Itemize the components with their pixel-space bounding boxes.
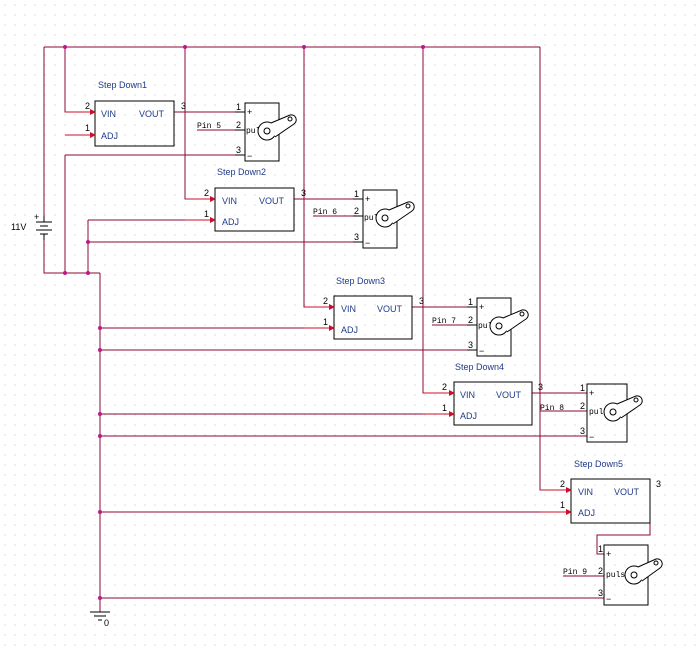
pin-vin-number: 2 xyxy=(85,101,90,111)
svg-text:+: + xyxy=(34,212,39,222)
pin-vin-number: 2 xyxy=(560,479,565,489)
servo-minus: − xyxy=(606,594,611,604)
servo-pin1: 1 xyxy=(468,297,473,307)
servo-minus: − xyxy=(589,432,594,442)
pin-adj-number: 1 xyxy=(85,123,90,133)
step-down-4[interactable]: Step Down4 VIN VOUT ADJ 2 1 3 xyxy=(423,362,543,426)
servo-pin1: 1 xyxy=(236,102,241,112)
battery-symbol[interactable]: + 11V xyxy=(11,212,52,240)
servo-pulse-label: pulse xyxy=(589,408,613,417)
servo-minus: − xyxy=(479,346,484,356)
servo-pin2: 2 xyxy=(598,566,603,576)
step-down-title: Step Down5 xyxy=(574,459,623,469)
vin-label: VIN xyxy=(460,390,475,400)
adj-label: ADJ xyxy=(578,508,595,518)
vin-label: VIN xyxy=(222,196,237,206)
servo-plus: + xyxy=(589,388,594,398)
vin-label: VIN xyxy=(341,304,356,314)
servo-motor-3[interactable]: 1 2 3 + − pulse xyxy=(467,297,529,357)
vout-label: VOUT xyxy=(496,390,522,400)
step-down-5[interactable]: Step Down5 VIN VOUT ADJ 2 1 3 xyxy=(540,459,661,524)
servo-minus: − xyxy=(247,151,252,161)
servo-motor-4[interactable]: 1 2 3 + − pulse xyxy=(580,383,643,443)
servo-pin2: 2 xyxy=(236,120,241,130)
pin-vout-number: 3 xyxy=(181,101,186,111)
pin-vin-number: 2 xyxy=(204,188,209,198)
adj-label: ADJ xyxy=(101,131,118,141)
pin-adj-number: 1 xyxy=(560,500,565,510)
ground-symbol[interactable]: 0 xyxy=(90,611,110,628)
step-down-2[interactable]: Step Down2 VIN VOUT ADJ 2 1 3 xyxy=(185,167,306,232)
servo-pin2: 2 xyxy=(354,206,359,216)
servo-pin1: 1 xyxy=(354,189,359,199)
step-down-1[interactable]: Step Down1 VIN VOUT ADJ 2 1 3 xyxy=(65,80,186,147)
pin-adj-number: 1 xyxy=(442,403,447,413)
pin-adj-number: 1 xyxy=(323,317,328,327)
servo-pin3: 3 xyxy=(236,145,241,155)
servo-pin2: 2 xyxy=(468,315,473,325)
servo-plus: + xyxy=(606,549,611,559)
vin-label: VIN xyxy=(578,487,593,497)
servo-signal-label: Pin 8 xyxy=(540,404,564,413)
servo-plus: + xyxy=(479,302,484,312)
servo-motor-1[interactable]: 1 2 3 + − pulse xyxy=(235,102,297,162)
pin-vin-number: 2 xyxy=(323,296,328,306)
servo-signal-label: Pin 6 xyxy=(313,208,337,217)
junction-nodes xyxy=(63,45,425,600)
servo-plus: + xyxy=(247,107,252,117)
servo-pin3: 3 xyxy=(354,232,359,242)
servo-pin2: 2 xyxy=(580,401,585,411)
servo-pin3: 3 xyxy=(468,340,473,350)
pin-adj-number: 1 xyxy=(204,209,209,219)
pin-vout-number: 3 xyxy=(419,296,424,306)
adj-label: ADJ xyxy=(222,217,239,227)
servo-signal-label: Pin 7 xyxy=(432,317,456,326)
adj-label: ADJ xyxy=(460,411,477,421)
vout-label: VOUT xyxy=(259,196,285,206)
servo-pin1: 1 xyxy=(580,383,585,393)
vout-label: VOUT xyxy=(377,304,403,314)
servo-signal-label: Pin 9 xyxy=(563,568,587,577)
step-down-title: Step Down2 xyxy=(217,167,266,177)
servo-motor-5[interactable]: 1 2 3 + − pulse xyxy=(598,544,663,606)
servo-pin3: 3 xyxy=(580,426,585,436)
pin-vout-number: 3 xyxy=(538,382,543,392)
step-down-title: Step Down4 xyxy=(455,362,504,372)
battery-label: 11V xyxy=(11,222,26,232)
step-down-title: Step Down1 xyxy=(98,80,147,90)
vin-label: VIN xyxy=(101,109,116,119)
adj-label: ADJ xyxy=(341,325,358,335)
servo-plus: + xyxy=(365,194,370,204)
servo-motor-2[interactable]: 1 2 3 + − pulse xyxy=(353,189,415,249)
servo-pulse-label: pulse xyxy=(606,571,630,580)
vout-label: VOUT xyxy=(614,487,640,497)
servo-pin3: 3 xyxy=(598,588,603,598)
pin-vout-number: 3 xyxy=(656,479,661,489)
pin-vin-number: 2 xyxy=(442,382,447,392)
servo-pin1: 1 xyxy=(598,544,603,554)
servo-minus: − xyxy=(365,238,370,248)
step-down-title: Step Down3 xyxy=(336,276,385,286)
ground-label: 0 xyxy=(104,618,109,628)
vout-label: VOUT xyxy=(139,109,165,119)
step-down-3[interactable]: Step Down3 VIN VOUT ADJ 2 1 3 xyxy=(304,276,424,340)
servo-signal-label: Pin 5 xyxy=(197,122,221,131)
pin-vout-number: 3 xyxy=(301,188,306,198)
